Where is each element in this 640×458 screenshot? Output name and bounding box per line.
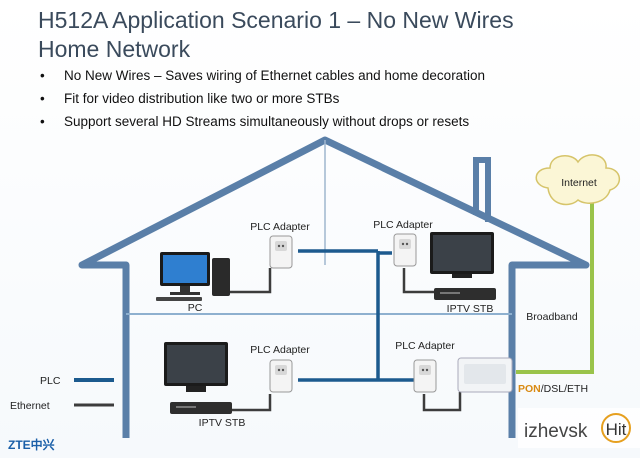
plc-adapter-3 [269,359,293,393]
ethernet-stb-top [402,268,436,294]
internet-label: Internet [561,177,597,189]
house-chimney [473,157,491,222]
stb-bottom-icon [170,402,232,414]
watermark: izhevsk Hit [518,408,640,448]
dsl-eth-label: /DSL/ETH [541,383,588,395]
pc-icon [156,252,230,301]
gateway-icon [457,357,513,393]
stb-top-icon [434,288,496,300]
watermark-hit: Hit [606,420,627,439]
legend: PLC Ethernet [10,375,114,412]
title-line-1: H512A Application Scenario 1 – No New Wi… [38,7,514,33]
bullet-item-3: Support several HD Streams simultaneousl… [38,110,618,133]
plc-adapter-label-2: PLC Adapter [373,219,433,231]
house-roof [78,136,590,438]
bullet-list: No New Wires – Saves wiring of Ethernet … [38,64,618,133]
plc-adapter-2 [393,233,417,267]
pon-label: PON [518,383,541,395]
plc-adapter-label-4: PLC Adapter [395,340,455,352]
bullet-item-1: No New Wires – Saves wiring of Ethernet … [38,64,618,87]
broadband-label: Broadband [526,311,578,323]
page-title: H512A Application Scenario 1 – No New Wi… [38,6,618,64]
title-line-2: Home Network [38,36,191,62]
legend-ethernet-label: Ethernet [10,400,50,412]
zte-logo: ZTE中兴 [8,437,55,452]
ethernet-stb-bottom [232,394,272,412]
plc-adapter-1 [269,235,293,269]
house-outline [78,136,590,438]
broadband-line [516,200,594,374]
plc-adapter-4 [413,359,437,393]
tv-bottom-icon [164,342,228,392]
internet-cloud: Internet [535,154,620,206]
bullet-item-2: Fit for video distribution like two or m… [38,87,618,110]
plc-adapter-label-1: PLC Adapter [250,221,310,233]
pc-label: PC [188,302,203,314]
tv-top-icon [430,232,494,278]
iptv-stb-label-1: IPTV STB [447,303,494,315]
pon-dsl-eth-label: PON/DSL/ETH [518,383,588,395]
watermark-izhevsk: izhevsk [524,421,588,442]
ethernet-gateway [422,392,462,412]
iptv-stb-label-2: IPTV STB [199,417,246,429]
plc-adapter-label-3: PLC Adapter [250,344,310,356]
legend-plc-label: PLC [40,375,61,387]
